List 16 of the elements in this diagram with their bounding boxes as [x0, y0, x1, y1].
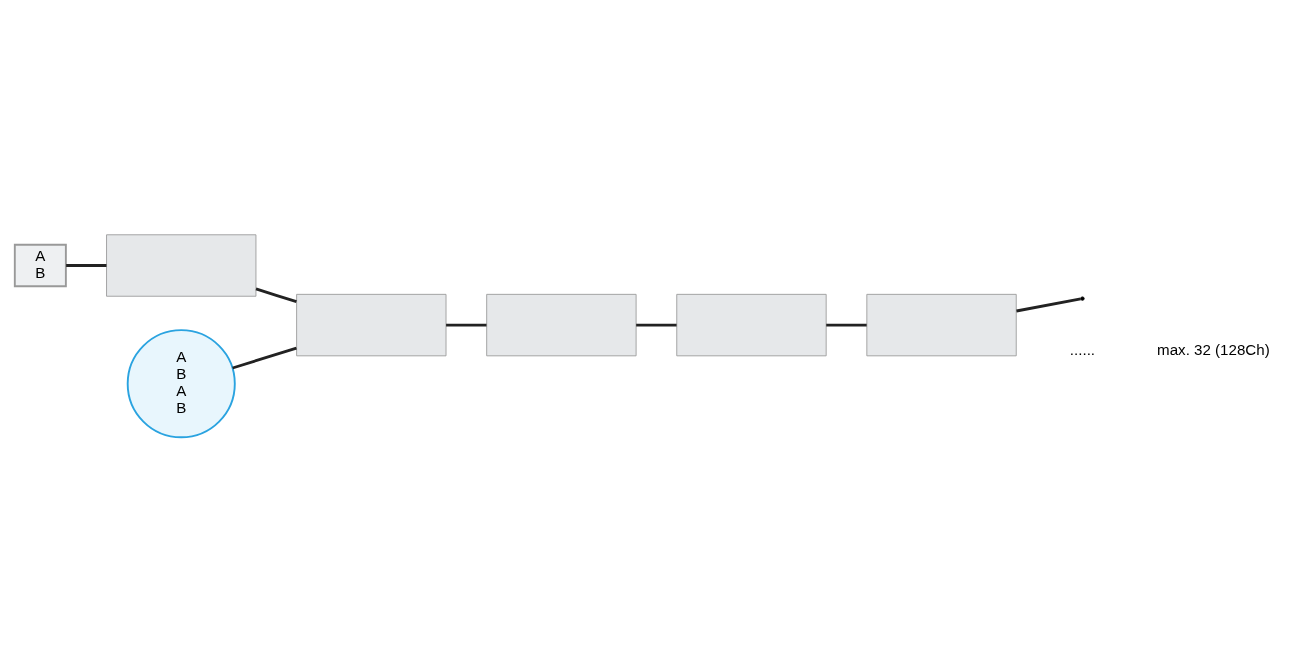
label: ...... — [1069, 340, 1096, 358]
node-box — [486, 293, 637, 356]
node-box: A B — [13, 243, 67, 287]
node-box — [676, 293, 827, 356]
connector — [446, 323, 487, 326]
node-circle: A B A B — [126, 328, 236, 438]
connector — [826, 323, 867, 326]
connector — [255, 287, 297, 303]
connector — [232, 346, 297, 369]
connector — [1016, 296, 1081, 312]
label: max. 32 (128Ch) — [1157, 340, 1270, 358]
node-box — [296, 293, 447, 356]
connector — [66, 263, 107, 267]
node-box — [866, 293, 1017, 356]
connector — [636, 323, 677, 326]
node-box — [106, 233, 257, 297]
